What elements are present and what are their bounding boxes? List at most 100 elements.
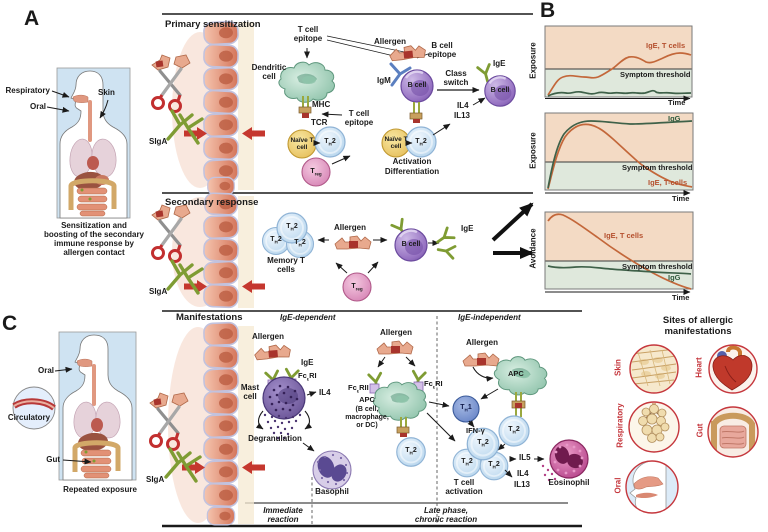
label-activation: Activation <box>392 157 432 166</box>
label-respiratory: Respiratory <box>5 86 50 95</box>
label-immediate-reaction: Immediate reaction <box>263 506 303 525</box>
label-il4-indep: IL4 <box>517 469 529 478</box>
label-il5: IL5 <box>519 453 531 462</box>
label-treg-1: Treg <box>310 168 322 177</box>
panel-c-letter: C <box>2 312 18 335</box>
chart3-threshold-label: Symptom threshold <box>622 262 693 271</box>
treg-cell-2-shape <box>342 272 372 302</box>
body-a-callout-arrows <box>46 90 109 119</box>
label-il13: IL13 <box>454 111 471 120</box>
label-late-phase: Late phase, chronic reaction <box>414 506 478 525</box>
site-label-skin: Skin <box>613 359 623 376</box>
label-siga-secondary: SIgA <box>149 287 168 296</box>
panel-b-letter: B <box>540 0 556 22</box>
apc-ige-dependent-pathway <box>367 340 456 468</box>
label-th2-mem2: TH2 <box>270 236 282 245</box>
label-mast-cell: Mast cell <box>240 383 260 402</box>
chart3-xlabel: Time <box>672 293 690 302</box>
mhc-tcr-connector-4 <box>511 392 526 417</box>
label-mhc: MHC <box>312 100 331 109</box>
label-th2-mem1: TH2 <box>286 223 298 232</box>
chart1-curve-ige-label: IgE, T cells <box>646 41 686 50</box>
label-basophil: Basophil <box>315 487 349 496</box>
chart3-curve-ige-label: IgE, T cells <box>604 231 644 240</box>
ige-independent-pathway <box>452 352 589 482</box>
mhc-tcr-connector-2 <box>409 102 423 123</box>
label-il4-mast: IL4 <box>319 388 331 397</box>
label-t-cell-epitope-side: T cell epitope <box>344 109 374 128</box>
label-differentiation: Differentiation <box>384 167 440 176</box>
site-label-gut: Gut <box>695 423 705 438</box>
label-degranulation: Degranulation <box>248 434 302 443</box>
label-memory-t-cells: Memory T cells <box>267 256 305 275</box>
title-secondary-response: Secondary response <box>165 197 259 208</box>
chart1-threshold-label: Symptom threshold <box>620 70 691 79</box>
panel-a-letter: A <box>24 7 40 30</box>
chart3-curve-igg-label: IgG <box>668 273 681 282</box>
mhc-tcr-connector-3 <box>396 417 410 437</box>
label-allergen-2: Allergen <box>334 223 367 232</box>
label-fcerii: FcεRII <box>348 383 369 395</box>
mast-cell-pathway <box>253 343 352 490</box>
skin-tissue-icon <box>629 344 679 394</box>
allergen-shape-5 <box>462 352 500 367</box>
label-il4: IL4 <box>457 101 469 110</box>
allergen-shape-2 <box>334 235 372 250</box>
label-allergen-apc-dep: Allergen <box>380 328 413 337</box>
title-manifestations: Manifestations <box>176 312 243 323</box>
label-apc-dep: APC <box>359 395 375 404</box>
igm-antibody <box>389 62 412 87</box>
label-b-cell-3: B cell <box>401 241 421 248</box>
label-allergen-1: Allergen <box>374 37 407 46</box>
label-allergen-indep: Allergen <box>466 338 499 347</box>
title-primary-sensitization: Primary sensitization <box>165 19 261 30</box>
label-tcr: TCR <box>311 118 328 127</box>
chart2-xlabel: Time <box>672 194 690 203</box>
label-naive-t-cell-2: Naïve T cell <box>384 136 408 151</box>
chart2-ylabel: Exposure <box>528 132 538 169</box>
label-fceri-mast: FcεRI <box>298 371 317 383</box>
label-t-cell-epitope-top: T cell epitope <box>293 25 323 44</box>
label-il13-indep: IL13 <box>514 480 531 489</box>
label-ifn-gamma: IFN-γ <box>466 426 485 435</box>
eosinophil-shape <box>541 439 589 482</box>
site-label-oral: Oral <box>613 477 623 494</box>
chart-exposure-1 <box>544 25 693 102</box>
label-t-cell-activation: T cell activation <box>445 478 483 497</box>
label-eosinophil: Eosinophil <box>548 478 590 487</box>
label-dendritic-cell: Dendritic cell <box>251 63 287 82</box>
title-sites: Sites of allergic manifestations <box>662 315 734 337</box>
label-siga-c: SIgA <box>146 475 165 484</box>
sites-of-manifestations <box>625 344 759 514</box>
alveoli-icon <box>628 401 680 453</box>
body-figure-sensitization <box>56 67 131 219</box>
basophil-shape <box>312 450 352 490</box>
chart-avoidance <box>544 211 694 295</box>
label-th2-apc-dep: TH2 <box>405 447 417 456</box>
label-siga-primary: SIgA <box>149 137 168 146</box>
chart3-ylabel: Avoidance <box>528 228 538 269</box>
heart-icon <box>708 344 758 394</box>
mouth-profile-icon <box>625 460 679 514</box>
label-ige-2: IgE <box>461 224 474 233</box>
label-th2-1: TH2 <box>324 138 336 147</box>
secondary-response-pathway <box>261 202 534 302</box>
label-igm: IgM <box>377 76 391 85</box>
label-allergen-mast: Allergen <box>252 332 285 341</box>
chart2-curve-igg-label: IgG <box>668 114 681 123</box>
label-th2-mem3: TH2 <box>294 239 306 248</box>
circulatory-inset <box>12 386 56 430</box>
site-label-respiratory: Respiratory <box>615 403 625 448</box>
chart2-threshold-label: Symptom threshold <box>622 163 693 172</box>
label-th2-indep: TH2 <box>508 426 520 435</box>
label-naive-t-cell-1: Naïve T cell <box>290 137 314 152</box>
degranulation-granules <box>263 413 302 440</box>
label-th2-cl1: TH2 <box>477 439 489 448</box>
chart2-curve-ige-label: IgE, T-cells <box>648 178 688 187</box>
caption-repeated-exposure: Repeated exposure <box>63 485 137 494</box>
epithelium-strip-manifestations <box>168 321 254 526</box>
mhc-tcr-connector-1 <box>298 96 312 118</box>
label-oral-c: Oral <box>37 366 54 375</box>
